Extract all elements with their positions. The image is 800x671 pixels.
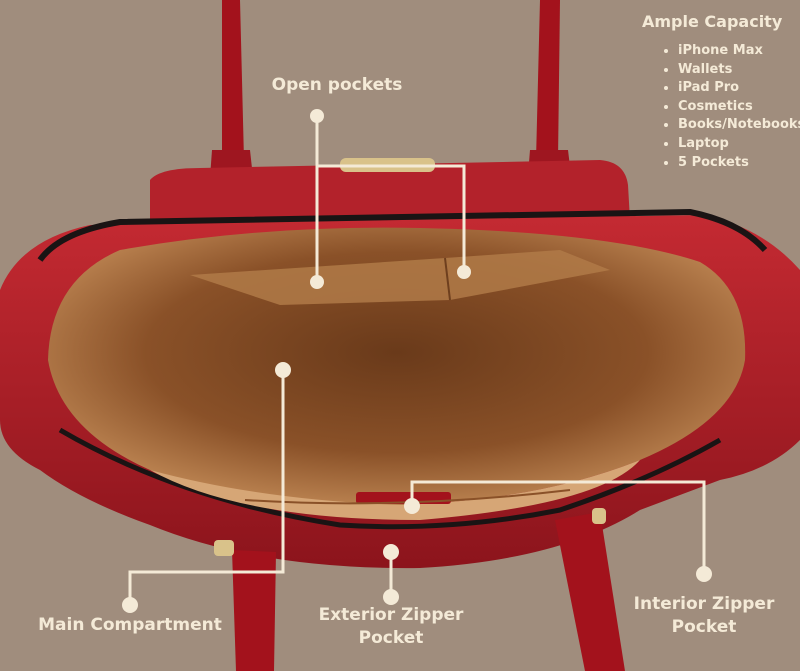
main-compartment-label: Main Compartment (38, 615, 222, 635)
capacity-list: iPhone Max Wallets iPad Pro Cosmetics Bo… (660, 42, 800, 172)
callout-lines (128, 116, 706, 605)
capacity-title: Ample Capacity (642, 12, 783, 31)
exterior-zipper-pocket-label: Exterior Zipper Pocket (316, 604, 466, 650)
capacity-item: iPad Pro (678, 79, 800, 98)
callout-dots (122, 109, 712, 613)
bag-lining (48, 227, 746, 505)
capacity-item: Laptop (678, 135, 800, 154)
open-pockets-label: Open pockets (271, 75, 403, 95)
capacity-item: Wallets (678, 61, 800, 80)
capacity-item: 5 Pockets (678, 154, 800, 173)
exterior-zipper-line1: Exterior Zipper (318, 605, 464, 625)
open-pocket-panel (190, 250, 610, 305)
interior-zipper-line1: Interior Zipper (633, 594, 775, 614)
rear-handle-left (222, 0, 244, 160)
interior-zipper-pocket-label: Interior Zipper Pocket (630, 593, 778, 639)
exterior-zipper-line2: Pocket (358, 628, 424, 648)
front-handle-left (232, 550, 276, 671)
capacity-item: iPhone Max (678, 42, 800, 61)
rear-handle-right (536, 0, 560, 160)
interior-zipper-line2: Pocket (671, 617, 737, 637)
back-flap (150, 160, 630, 225)
front-handle-right (555, 512, 625, 671)
capacity-item: Books/Notebooks (678, 116, 800, 135)
capacity-item: Cosmetics (678, 98, 800, 117)
